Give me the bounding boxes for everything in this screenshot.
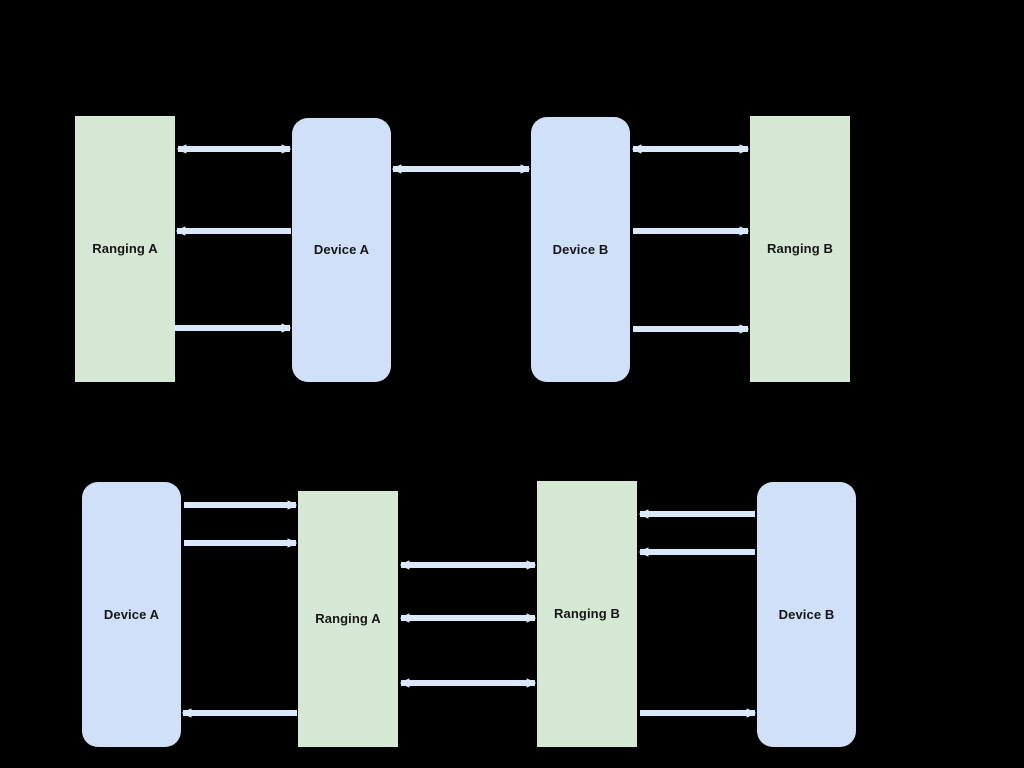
ranging-a-block-label: Ranging A [92,241,158,257]
ranging-a-block[interactable]: Ranging A [75,116,175,382]
edge-device-a-to-ranging-a-lower[interactable] [184,536,296,550]
edge-ranging-a-device-a-bidirectional[interactable] [178,142,290,156]
edge-device-b-to-ranging-b-lower[interactable] [633,322,748,336]
edge-ranging-a-ranging-b-bidirectional-lower[interactable] [401,676,535,690]
ranging-b-block[interactable]: Ranging B [750,116,850,382]
device-b-block[interactable]: Device B [757,482,856,747]
edge-device-a-device-b-bidirectional[interactable] [393,162,529,176]
edge-device-b-to-ranging-b-upper[interactable] [640,507,755,521]
edge-device-b-to-ranging-b-lower[interactable] [640,545,755,559]
device-a-block-label: Device A [103,606,160,622]
edge-device-a-to-ranging-a-upper[interactable] [184,498,296,512]
ranging-a-block[interactable]: Ranging A [298,491,398,747]
ranging-b-block[interactable]: Ranging B [537,481,637,747]
device-b-block[interactable]: Device B [531,117,630,382]
ranging-a-block-label: Ranging A [315,611,381,627]
edge-device-b-ranging-b-bidirectional[interactable] [633,142,748,156]
edge-ranging-a-to-device-a[interactable] [175,321,290,335]
device-a-block-label: Device A [313,242,370,258]
device-b-block-label: Device B [778,606,835,622]
edge-ranging-b-to-device-b[interactable] [640,706,755,720]
ranging-b-block-label: Ranging B [554,606,620,622]
edge-device-b-to-ranging-b-upper[interactable] [633,224,748,238]
device-b-block-label: Device B [552,241,609,257]
edge-ranging-a-ranging-b-bidirectional-middle[interactable] [401,611,535,625]
edge-device-a-to-ranging-a[interactable] [177,224,291,238]
ranging-b-block-label: Ranging B [767,241,833,257]
edge-ranging-a-ranging-b-bidirectional-upper[interactable] [401,558,535,572]
device-a-block[interactable]: Device A [82,482,181,747]
device-a-block[interactable]: Device A [292,118,391,382]
edge-ranging-a-to-device-a[interactable] [183,706,297,720]
